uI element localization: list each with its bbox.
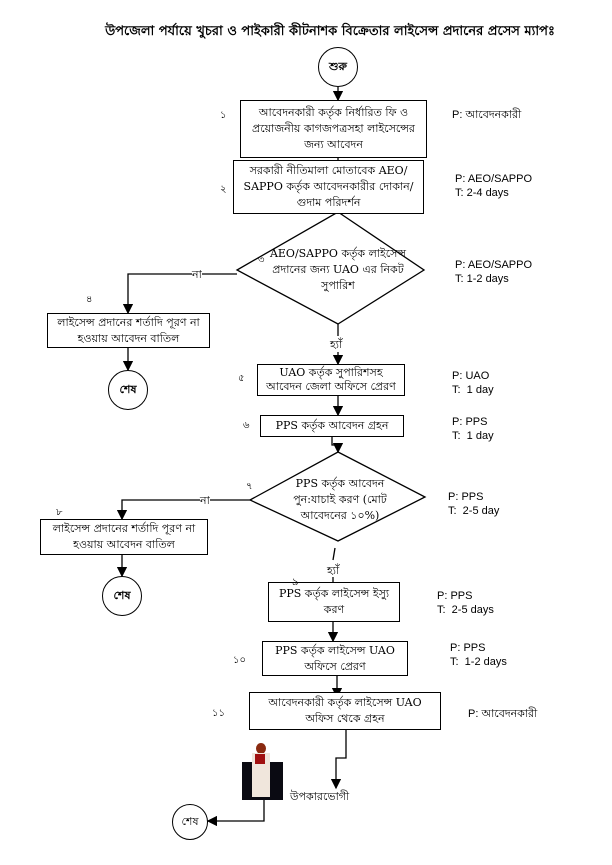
step-3-pt: P: AEO/SAPPO T: 1-2 days [455, 259, 533, 285]
no-label-1: না [192, 266, 202, 285]
step-7-number: ৭ [246, 481, 253, 492]
step-1-box: আবেদনকারী কর্তৃক নির্ধারিত ফি ও প্রয়োজন… [240, 100, 427, 158]
end-node-3: শেষ [172, 804, 208, 840]
step-6-box: PPS কর্তৃক আবেদন গ্রহন [260, 415, 404, 437]
step-2-pt: P: AEO/SAPPO T: 2-4 days [455, 173, 533, 199]
step-6-number: ৬ [243, 420, 250, 431]
step-9-box: PPS কর্তৃক লাইসেন্স ইস্যু করণ [268, 582, 400, 622]
end-node-1: শেষ [108, 370, 148, 410]
step-8-number: ৮ [56, 507, 63, 518]
end-node-2: শেষ [102, 576, 142, 616]
step-10-pt: P: PPS T: 1-2 days [450, 642, 507, 668]
step-9-pt: P: PPS T: 2-5 days [437, 590, 494, 616]
step-1-pt: P: আবেদনকারী [452, 109, 522, 121]
step-10-number: ১০ [233, 655, 246, 666]
step-11-box: আবেদনকারী কর্তৃক লাইসেন্স UAO অফিস থেকে … [249, 692, 441, 730]
step-3-decision: AEO/SAPPO কর্তৃক লাইসেন্স প্রদানের জন্য … [269, 247, 407, 292]
step-10-box: PPS কর্তৃক লাইসেন্স UAO অফিসে প্রেরণ [262, 641, 408, 676]
step-7-pt: P: PPS T: 2-5 day [448, 491, 500, 517]
step-7-decision: PPS কর্তৃক আবেদন পুন:যাচাই করণ (মোট আবেদ… [293, 477, 387, 522]
step-9-number: ৯ [292, 577, 299, 588]
step-5-number: ৫ [238, 373, 245, 384]
step-2-number: ২ [220, 184, 227, 195]
start-node: শুরু [318, 47, 358, 87]
page-title: উপজেলা পর্যায়ে খুচরা ও পাইকারী কীটনাশক … [105, 24, 555, 39]
step-8-box: লাইসেন্স প্রদানের শর্তাদি পূরণ না হওয়ায… [40, 519, 208, 555]
step-11-number: ১১ [212, 708, 225, 719]
step-2-box: সরকারী নীতিমালা মোতাবেক AEO/ SAPPO কর্তৃ… [233, 160, 424, 214]
step-5-box: UAO কর্তৃক সুপারিশসহ আবেদন জেলা অফিসে প্… [257, 364, 405, 396]
step-5-pt: P: UAO T: 1 day [452, 370, 494, 396]
step-3-number: ৩ [258, 255, 265, 266]
yes-label-1: হ্যাঁ [330, 338, 343, 351]
step-1-number: ১ [220, 110, 227, 121]
beneficiary-label: উপকারভোগী [290, 790, 350, 803]
step-4-box: লাইসেন্স প্রদানের শর্তাদি পূরণ না হওয়ায… [47, 313, 210, 348]
beneficiary-person-image [242, 743, 283, 800]
step-11-pt: P: আবেদনকারী [468, 708, 538, 720]
yes-label-2: হ্যাঁ [327, 564, 340, 577]
no-label-2: না [200, 492, 210, 511]
step-4-number: ৪ [86, 294, 93, 305]
step-6-pt: P: PPS T: 1 day [452, 416, 494, 442]
